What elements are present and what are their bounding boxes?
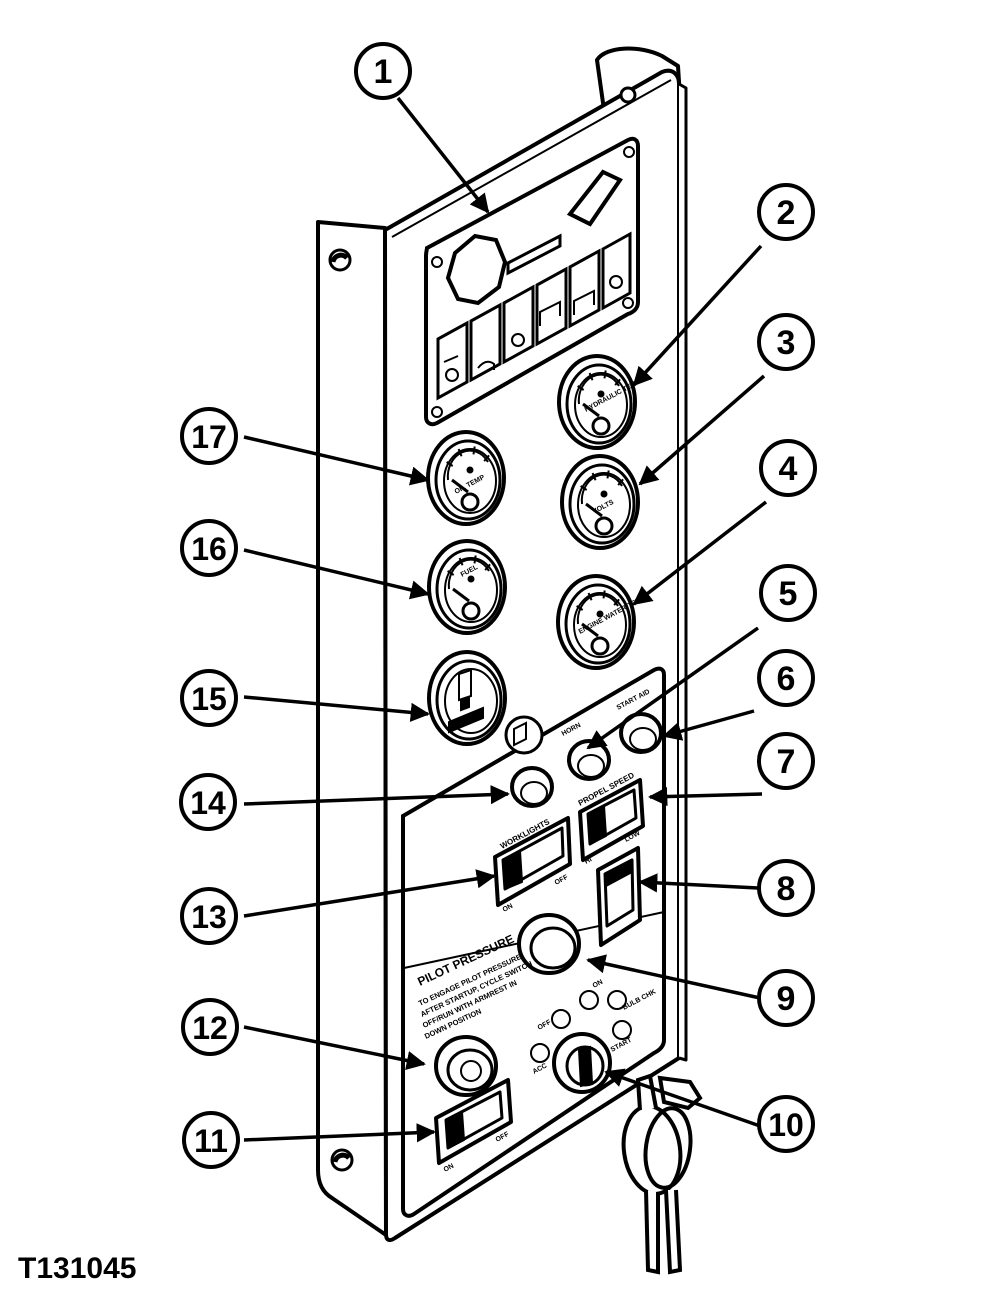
- callout-number: 10: [768, 1107, 804, 1143]
- leader-arrow-7: [648, 786, 763, 807]
- callout-12: 12: [181, 998, 239, 1056]
- callout-number: 4: [779, 450, 798, 488]
- leader-arrow-11: [243, 1123, 436, 1143]
- callout-circle: [757, 649, 815, 707]
- leader-arrow-2: [632, 244, 763, 387]
- leader-arrow-9: [586, 954, 761, 1000]
- switch-11-on-label: ON: [443, 1163, 456, 1174]
- leader-arrow-10: [604, 1068, 761, 1128]
- leader-arrow-14: [243, 785, 510, 806]
- callout-number: 6: [777, 660, 796, 698]
- callout-16: 16: [180, 519, 238, 577]
- leader-arrow-1: [396, 96, 490, 214]
- callout-number: 15: [191, 681, 227, 717]
- callout-9: 9: [757, 969, 815, 1027]
- hole-top-right: [619, 86, 637, 104]
- callout-6: 6: [757, 649, 815, 707]
- callout-circle: [757, 732, 815, 790]
- callout-14: 14: [179, 773, 237, 831]
- callout-number: 2: [777, 194, 796, 232]
- callout-number: 11: [194, 1123, 228, 1159]
- callout-number: 12: [192, 1010, 228, 1046]
- callout-13: 13: [180, 887, 238, 945]
- callout-circle: [180, 519, 238, 577]
- stop-lamp-octagon: [445, 233, 508, 306]
- gauges: [426, 354, 640, 746]
- gauge-15: [427, 650, 507, 746]
- callout-8: 8: [757, 859, 815, 917]
- callout-circle: [759, 564, 817, 622]
- leader-arrow-6: [662, 709, 755, 741]
- leader-arrow-17: [243, 435, 430, 486]
- leader-arrow-5: [586, 626, 760, 750]
- callout-circle: [759, 439, 817, 497]
- callout-number: 9: [777, 980, 796, 1018]
- gauge-17: [426, 430, 506, 526]
- callout-circle: [757, 313, 815, 371]
- gauge-4: [556, 574, 636, 670]
- callout-circle: [757, 183, 815, 241]
- callout-11: 11: [182, 1111, 240, 1169]
- callout-10: 10: [757, 1095, 815, 1153]
- worklights-on-label: ON: [502, 903, 515, 914]
- pushbuttons: [434, 712, 663, 1097]
- callout-number: 3: [777, 324, 796, 362]
- callout-4: 4: [759, 439, 817, 497]
- callout-circle: [757, 969, 815, 1027]
- callout-3: 3: [757, 313, 815, 371]
- leader-arrow-13: [243, 869, 496, 918]
- propel-hi-label: HI: [584, 856, 594, 865]
- callout-number: 13: [191, 899, 227, 935]
- key-on-label: ON: [592, 979, 605, 990]
- gauge-2: [557, 354, 637, 450]
- mounting-holes: [328, 86, 637, 1172]
- figure-id: T131045: [18, 1252, 137, 1285]
- callout-number: 1: [374, 53, 393, 91]
- leader-arrow-12: [243, 1025, 426, 1070]
- callout-number: 17: [191, 419, 227, 455]
- callout-7: 7: [757, 732, 815, 790]
- callout-17: 17: [180, 407, 238, 465]
- indicator-lamp-panel: [424, 136, 640, 427]
- leader-arrow-4: [632, 500, 768, 606]
- gauge-3: [560, 454, 640, 550]
- caution-lamp-diamond: [566, 169, 623, 227]
- callout-15: 15: [180, 669, 238, 727]
- callout-2: 2: [757, 183, 815, 241]
- gauge-16: [427, 539, 507, 635]
- callout-circle: [354, 42, 412, 100]
- callout-5: 5: [759, 564, 817, 622]
- callout-circle: [757, 1095, 815, 1153]
- leader-arrow-3: [638, 374, 766, 486]
- key-ring: [621, 1073, 703, 1275]
- callout-circle: [181, 998, 239, 1056]
- callout-circle: [180, 669, 238, 727]
- rocker-switches: [434, 778, 645, 1165]
- label-plate: [506, 233, 562, 276]
- key-switch: [530, 990, 632, 1094]
- callout-number: 8: [777, 870, 796, 908]
- left-flange: [316, 220, 388, 1237]
- callout-number: 16: [191, 531, 227, 567]
- leader-arrow-8: [638, 873, 759, 893]
- callout-circle: [180, 407, 238, 465]
- callout-number: 7: [777, 743, 796, 781]
- callout-circle: [180, 887, 238, 945]
- leader-arrow-15: [243, 695, 430, 722]
- callout-number: 14: [190, 785, 226, 821]
- callout-circle: [757, 859, 815, 917]
- small-indicator-14-top: [504, 715, 544, 755]
- callout-1: 1: [354, 42, 412, 100]
- callout-circle: [179, 773, 237, 831]
- callout-number: 5: [779, 575, 798, 613]
- callout-circle: [182, 1111, 240, 1169]
- leader-arrows: [243, 96, 768, 1143]
- leader-arrow-16: [243, 548, 430, 600]
